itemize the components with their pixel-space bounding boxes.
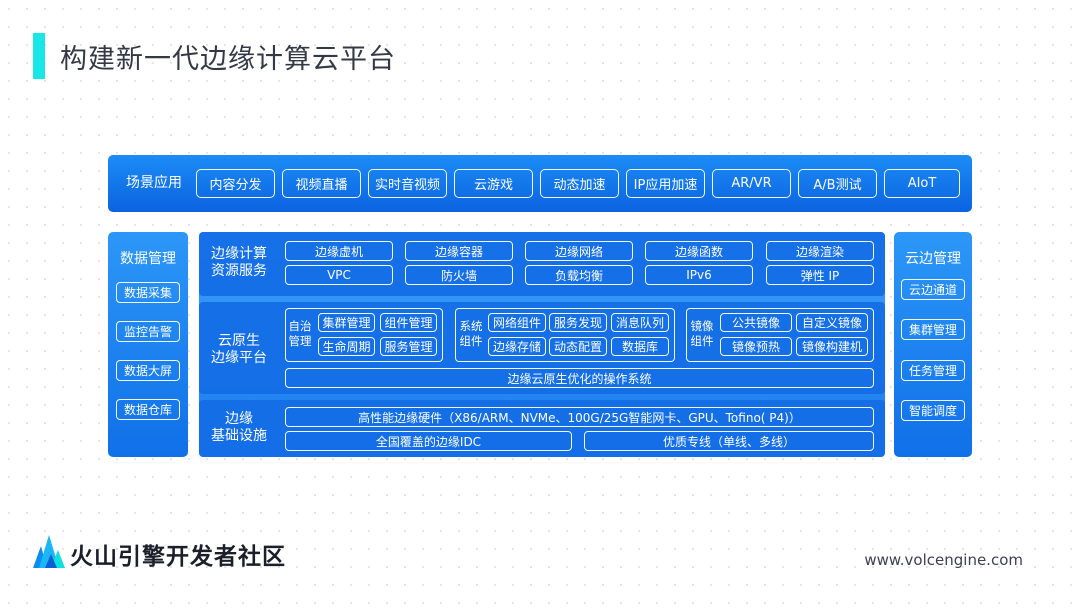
- system-component-item: 消息队列: [611, 313, 669, 332]
- cloud-native-block: 云原生 边缘平台 自治 管理 集群管理 组件管理 生命周期 服务管理 系统 组件…: [199, 302, 885, 394]
- compute-label-2: 资源服务: [211, 263, 267, 279]
- auto-mgmt-group: [285, 308, 443, 362]
- auto-mgmt-item: 服务管理: [380, 337, 437, 356]
- data-mgmt-item: 数据仓库: [116, 399, 180, 420]
- compute-block: 边缘计算 资源服务 边缘虚机 边缘容器 边缘网络 边缘函数 边缘渲染 VPC 防…: [199, 232, 885, 296]
- auto-mgmt-label-1: 自治: [288, 319, 312, 333]
- image-component-item: 自定义镜像: [796, 313, 868, 332]
- image-component-label-1: 镜像: [690, 319, 714, 333]
- system-component-label-1: 系统: [459, 319, 483, 333]
- compute-service: 弹性 IP: [766, 265, 874, 285]
- cloud-edge-item: 云边通道: [901, 279, 965, 300]
- image-component-item: 公共镜像: [720, 313, 792, 332]
- compute-service: VPC: [285, 265, 393, 285]
- compute-service: IPv6: [645, 265, 753, 285]
- footer-brand: 火山引擎开发者社区: [70, 544, 286, 570]
- infra-block: 边缘 基础设施 高性能边缘硬件（X86/ARM、NVMe、100G/25G智能网…: [199, 400, 885, 457]
- compute-label-1: 边缘计算: [211, 246, 267, 262]
- data-mgmt-item: 数据采集: [116, 282, 180, 303]
- scene-item: 动态加速: [540, 169, 619, 198]
- cloud-edge-item: 智能调度: [901, 400, 965, 421]
- footer-url: www.volcengine.com: [864, 551, 1023, 569]
- cloud-edge-panel: 云边管理 云边通道 集群管理 任务管理 智能调度: [894, 232, 972, 457]
- scene-item: 内容分发: [196, 169, 275, 198]
- auto-mgmt-item: 生命周期: [318, 337, 375, 356]
- infra-idc: 全国覆盖的边缘IDC: [285, 431, 572, 451]
- system-component-group: [455, 308, 675, 362]
- compute-service: 边缘渲染: [766, 241, 874, 261]
- data-mgmt-item: 监控告警: [116, 321, 180, 342]
- scene-item: A/B测试: [798, 169, 877, 198]
- scene-item: 视频直播: [282, 169, 361, 198]
- image-component-item: 镜像预热: [720, 337, 792, 356]
- cloud-edge-item: 任务管理: [901, 360, 965, 381]
- infra-line: 优质专线（单线、多线）: [584, 431, 874, 451]
- infra-hardware: 高性能边缘硬件（X86/ARM、NVMe、100G/25G智能网卡、GPU、To…: [285, 407, 874, 427]
- data-mgmt-title: 数据管理: [120, 251, 176, 267]
- core-panel: 边缘计算 资源服务 边缘虚机 边缘容器 边缘网络 边缘函数 边缘渲染 VPC 防…: [199, 232, 885, 457]
- volcano-logo-icon: [33, 535, 65, 568]
- edge-os: 边缘云原生优化的操作系统: [285, 368, 874, 388]
- cloud-edge-title: 云边管理: [905, 251, 961, 267]
- scene-item: IP应用加速: [626, 169, 705, 198]
- compute-service: 防火墙: [405, 265, 513, 285]
- system-component-item: 服务发现: [549, 313, 607, 332]
- infra-label-2: 基础设施: [211, 428, 267, 444]
- scene-item: AIoT: [884, 169, 960, 198]
- system-component-item: 数据库: [611, 337, 669, 356]
- system-component-item: 网络组件: [488, 313, 546, 332]
- cloud-native-label-1: 云原生: [218, 333, 260, 349]
- scene-label: 场景应用: [126, 175, 182, 191]
- system-component-label-2: 组件: [459, 334, 483, 348]
- data-mgmt-item: 数据大屏: [116, 360, 180, 381]
- compute-service: 边缘网络: [525, 241, 633, 261]
- image-component-label-2: 组件: [690, 334, 714, 348]
- system-component-item: 动态配置: [549, 337, 607, 356]
- compute-service: 边缘容器: [405, 241, 513, 261]
- auto-mgmt-item: 集群管理: [318, 313, 375, 332]
- compute-service: 边缘虚机: [285, 241, 393, 261]
- image-component-group: [686, 308, 874, 362]
- image-component-item: 镜像构建机: [796, 337, 868, 356]
- auto-mgmt-item: 组件管理: [380, 313, 437, 332]
- auto-mgmt-label-2: 管理: [288, 334, 312, 348]
- scene-item: 云游戏: [454, 169, 533, 198]
- data-mgmt-panel: 数据管理 数据采集 监控告警 数据大屏 数据仓库: [108, 232, 188, 457]
- compute-service: 负载均衡: [525, 265, 633, 285]
- system-component-item: 边缘存储: [488, 337, 546, 356]
- infra-label-1: 边缘: [225, 411, 253, 427]
- scene-panel: 场景应用 内容分发 视频直播 实时音视频 云游戏 动态加速 IP应用加速 AR/…: [108, 155, 972, 212]
- compute-service: 边缘函数: [645, 241, 753, 261]
- cloud-native-label-2: 边缘平台: [211, 350, 267, 366]
- title-accent-bar: [33, 33, 45, 79]
- page-title: 构建新一代边缘计算云平台: [60, 44, 396, 75]
- scene-item: 实时音视频: [368, 169, 447, 198]
- cloud-edge-item: 集群管理: [901, 319, 965, 340]
- scene-item: AR/VR: [712, 169, 791, 198]
